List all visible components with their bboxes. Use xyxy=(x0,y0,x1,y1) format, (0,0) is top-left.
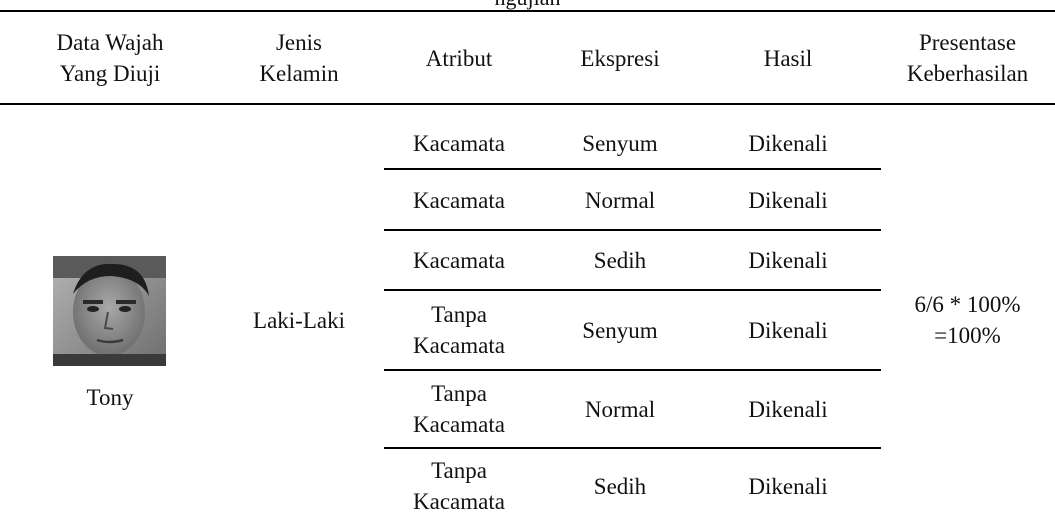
row-6-atribut-text: Tanpa Kacamata xyxy=(413,458,505,514)
header-data-wajah-text: Data Wajah Yang Diuji xyxy=(56,30,164,86)
table-row-2-ekspresi: Normal xyxy=(540,170,700,230)
table-row-2-hasil: Dikenali xyxy=(700,170,876,230)
table-row-6-atribut: Tanpa Kacamata xyxy=(378,449,540,523)
table-row-3-atribut: Kacamata xyxy=(378,231,540,289)
row-3-hasil-text: Dikenali xyxy=(748,247,828,273)
row-3-ekspresi-text: Sedih xyxy=(593,247,647,273)
header-bottom-rule xyxy=(0,103,1055,105)
face-photo xyxy=(53,256,166,366)
table-row-5-atribut: Tanpa Kacamata xyxy=(378,371,540,447)
table-row-5-ekspresi: Normal xyxy=(540,371,700,447)
success-rate-text: 6/6 * 100% =100% xyxy=(914,292,1021,348)
table-row-1-ekspresi: Senyum xyxy=(540,116,700,170)
row-1-atribut-text: Kacamata xyxy=(413,130,505,156)
face-photo-image xyxy=(53,256,166,366)
row-4-hasil-text: Dikenali xyxy=(748,317,828,343)
table-row-4-hasil: Dikenali xyxy=(700,291,876,369)
row-2-hasil-text: Dikenali xyxy=(748,187,828,213)
subject-name-text: Tony xyxy=(86,384,134,410)
header-jenis-kelamin-text: Jenis Kelamin xyxy=(259,30,339,86)
row-1-ekspresi-text: Senyum xyxy=(582,130,658,156)
row-5-atribut-text: Tanpa Kacamata xyxy=(413,381,505,437)
header-atribut: Atribut xyxy=(378,20,540,96)
table-row-1-hasil: Dikenali xyxy=(700,116,876,170)
row-2-atribut-text: Kacamata xyxy=(413,187,505,213)
table-row-5-hasil: Dikenali xyxy=(700,371,876,447)
header-presentase-text: Presentase Keberhasilan xyxy=(906,30,1029,86)
header-atribut-text: Atribut xyxy=(425,45,493,71)
table-row-6-ekspresi: Sedih xyxy=(540,449,700,523)
table-caption-fragment: ngujian xyxy=(0,0,1055,9)
table-row-4-ekspresi: Senyum xyxy=(540,291,700,369)
row-5-hasil-text: Dikenali xyxy=(748,396,828,422)
table-row-3-ekspresi: Sedih xyxy=(540,231,700,289)
row-divider xyxy=(384,447,881,449)
row-2-ekspresi-text: Normal xyxy=(584,187,656,213)
row-4-atribut-text: Tanpa Kacamata xyxy=(413,302,505,358)
header-ekspresi: Ekspresi xyxy=(540,20,700,96)
header-data-wajah: Data Wajah Yang Diuji xyxy=(0,20,220,96)
header-presentase: Presentase Keberhasilan xyxy=(880,20,1055,96)
success-rate: 6/6 * 100% =100% xyxy=(880,285,1055,355)
subject-name: Tony xyxy=(0,380,220,414)
table-row-1-atribut: Kacamata xyxy=(378,116,540,170)
row-divider xyxy=(384,168,881,170)
row-6-hasil-text: Dikenali xyxy=(748,473,828,499)
header-hasil: Hasil xyxy=(700,20,876,96)
row-divider xyxy=(384,229,881,231)
table-row-3-hasil: Dikenali xyxy=(700,231,876,289)
row-3-atribut-text: Kacamata xyxy=(413,247,505,273)
row-6-ekspresi-text: Sedih xyxy=(593,473,647,499)
row-5-ekspresi-text: Normal xyxy=(584,396,656,422)
table-row-6-hasil: Dikenali xyxy=(700,449,876,523)
table-top-rule xyxy=(0,10,1055,12)
table-row-4-atribut: Tanpa Kacamata xyxy=(378,291,540,369)
row-divider xyxy=(384,289,881,291)
row-4-ekspresi-text: Senyum xyxy=(582,317,658,343)
table-row-2-atribut: Kacamata xyxy=(378,170,540,230)
header-hasil-text: Hasil xyxy=(763,45,813,71)
subject-gender-text: Laki-Laki xyxy=(253,307,345,333)
row-1-hasil-text: Dikenali xyxy=(748,130,828,156)
header-jenis-kelamin: Jenis Kelamin xyxy=(220,20,378,96)
row-divider xyxy=(384,369,881,371)
header-ekspresi-text: Ekspresi xyxy=(580,45,660,71)
subject-gender: Laki-Laki xyxy=(220,300,378,340)
